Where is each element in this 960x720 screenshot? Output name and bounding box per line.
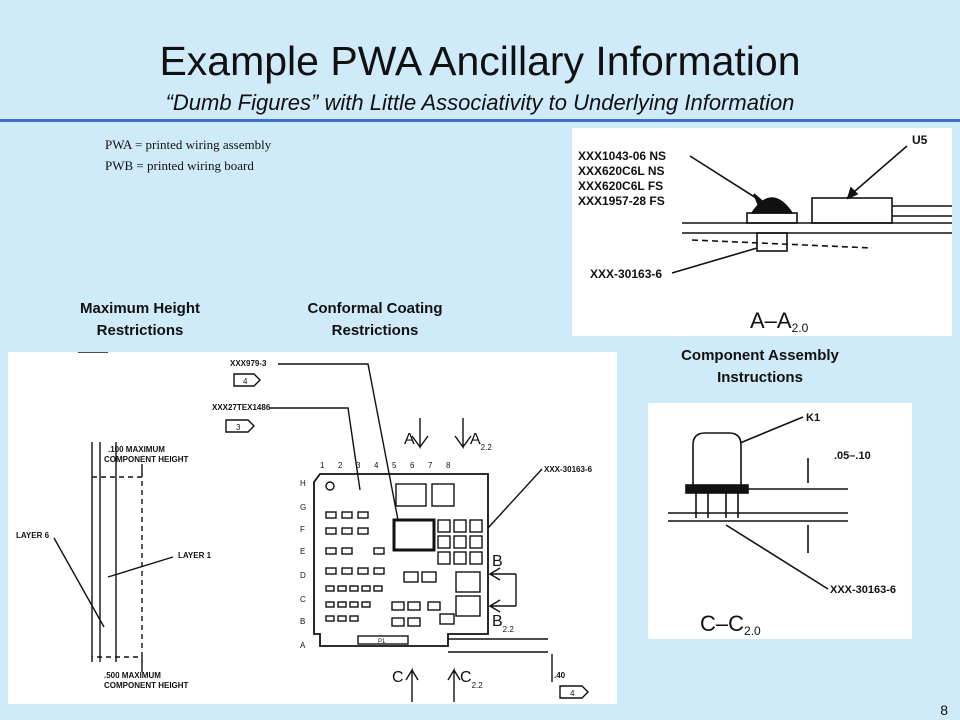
main-layer-leaders [53, 352, 174, 628]
title-divider [0, 119, 960, 122]
aa-callout-1: XXX1043-06 NS [578, 149, 666, 163]
aa-board-edge [691, 239, 873, 249]
label-component-assembly: Component Assembly Instructions [681, 347, 839, 386]
figure-section-aa: XXX1043-06 NS XXX620C6L NS XXX620C6L FS … [572, 128, 952, 336]
cc-relay-body [692, 432, 742, 485]
main-tag-3 [559, 685, 589, 699]
main-tag-2-text: 3 [236, 423, 241, 432]
cc-relay-pins [695, 493, 739, 518]
aa-arrowhead-u5 [846, 186, 859, 200]
main-tag-1-text: 4 [243, 377, 248, 386]
svg-text:C: C [300, 595, 306, 604]
main-dim-40: .40 [554, 671, 566, 680]
main-sec-c-arrows [405, 667, 461, 702]
svg-text:E: E [300, 547, 305, 556]
main-bottom-dim-2: COMPONENT HEIGHT [104, 681, 189, 690]
main-sec-b2: B2.2 [492, 613, 514, 634]
slide-title: Example PWA Ancillary Information [159, 38, 801, 84]
label-max-height: Maximum Height Restrictions [79, 300, 200, 339]
aa-leads [892, 205, 952, 217]
main-ic-top [395, 483, 427, 507]
figure-section-cc: K1 .05–.10 XXX-30163-6 C–C2.0 [648, 403, 912, 639]
aa-leader-1 [689, 155, 765, 204]
cc-board [668, 512, 848, 522]
aa-leader-u5 [846, 145, 908, 199]
slide-number: 8 [940, 702, 948, 718]
main-ic-center [392, 518, 436, 552]
cc-leader-callout [725, 524, 829, 590]
main-connector-p1 [357, 635, 409, 645]
cc-leader-k1 [739, 416, 804, 444]
aa-component-u5 [811, 197, 893, 224]
svg-text:F: F [300, 525, 305, 534]
note-pwa: PWA = printed wiring assembly [105, 137, 272, 152]
cc-dim-lines [748, 458, 848, 553]
svg-text:G: G [300, 503, 306, 512]
aa-ref-u5: U5 [912, 133, 928, 147]
main-board-callout: XXX-30163-6 [544, 465, 593, 474]
aa-washer [746, 212, 798, 224]
main-pwb-outline [313, 473, 489, 647]
main-grid-labels: 1 2 3 4 5 6 7 8 H G F E D C B A [300, 461, 451, 650]
aa-nut [756, 232, 788, 252]
main-sec-a: A [404, 431, 415, 448]
main-tag-3-text: 4 [570, 689, 575, 698]
cc-ref-k1: K1 [806, 412, 820, 424]
main-p1-label: P1 [378, 639, 386, 645]
main-callout-leaders [270, 363, 399, 521]
aa-board-lines [682, 222, 952, 234]
main-callout-1: XXX979-3 [230, 359, 267, 368]
main-bottom-dim: .500 MAXIMUM [104, 671, 161, 680]
main-tag-2 [225, 419, 255, 433]
cc-dimension: .05–.10 [834, 450, 871, 462]
main-top-dim-2: COMPONENT HEIGHT [104, 455, 189, 464]
svg-text:3: 3 [356, 461, 361, 470]
main-tag-1 [233, 373, 261, 387]
svg-text:8: 8 [446, 461, 451, 470]
aa-callout-2: XXX620C6L NS [578, 164, 665, 178]
svg-text:6: 6 [410, 461, 415, 470]
main-edge-lines [448, 638, 548, 653]
main-component-grid [325, 511, 483, 627]
main-sec-c: C [392, 669, 404, 686]
main-callout-2: XXX27TEX1486 [212, 403, 271, 412]
aa-section-label: A–A2.0 [750, 308, 809, 335]
aa-leader-bottom [671, 247, 758, 274]
slide-subtitle: “Dumb Figures” with Little Associativity… [165, 90, 795, 115]
svg-text:4: 4 [374, 461, 379, 470]
main-sec-a-arrows [411, 418, 472, 450]
svg-text:1: 1 [320, 461, 325, 470]
svg-text:7: 7 [428, 461, 433, 470]
note-pwb: PWB = printed wiring board [105, 158, 254, 173]
main-mount-hole [325, 481, 335, 491]
main-board-leader [487, 468, 543, 529]
svg-text:B: B [300, 617, 305, 626]
svg-text:2: 2 [338, 461, 343, 470]
aa-bottom-callout: XXX-30163-6 [590, 267, 662, 281]
main-sec-c2: C2.2 [460, 669, 483, 690]
main-layer6: LAYER 6 [16, 531, 50, 540]
cc-relay-base [685, 484, 749, 494]
aa-arrowhead-1 [753, 193, 764, 206]
svg-text:A: A [300, 641, 306, 650]
svg-text:H: H [300, 479, 306, 488]
label-conformal-coating: Conformal Coating Restrictions [307, 300, 443, 339]
main-connector-top [431, 483, 455, 507]
figure-board-layout: .100 MAXIMUM COMPONENT HEIGHT LAYER 6 LA… [8, 352, 617, 704]
main-sec-b-arrows [487, 567, 517, 613]
cc-callout: XXX-30163-6 [830, 584, 896, 596]
cc-section-label: C–C2.0 [700, 611, 761, 638]
main-layer-lines [91, 442, 117, 662]
svg-text:5: 5 [392, 461, 397, 470]
aa-callout-4: XXX1957-28 FS [578, 194, 665, 208]
aa-callout-3: XXX620C6L FS [578, 179, 663, 193]
main-sec-a2: A2.2 [470, 431, 492, 452]
main-top-dim: .100 MAXIMUM [108, 445, 165, 454]
svg-text:D: D [300, 571, 306, 580]
main-layer1: LAYER 1 [178, 551, 212, 560]
main-sec-b: B [492, 553, 503, 570]
